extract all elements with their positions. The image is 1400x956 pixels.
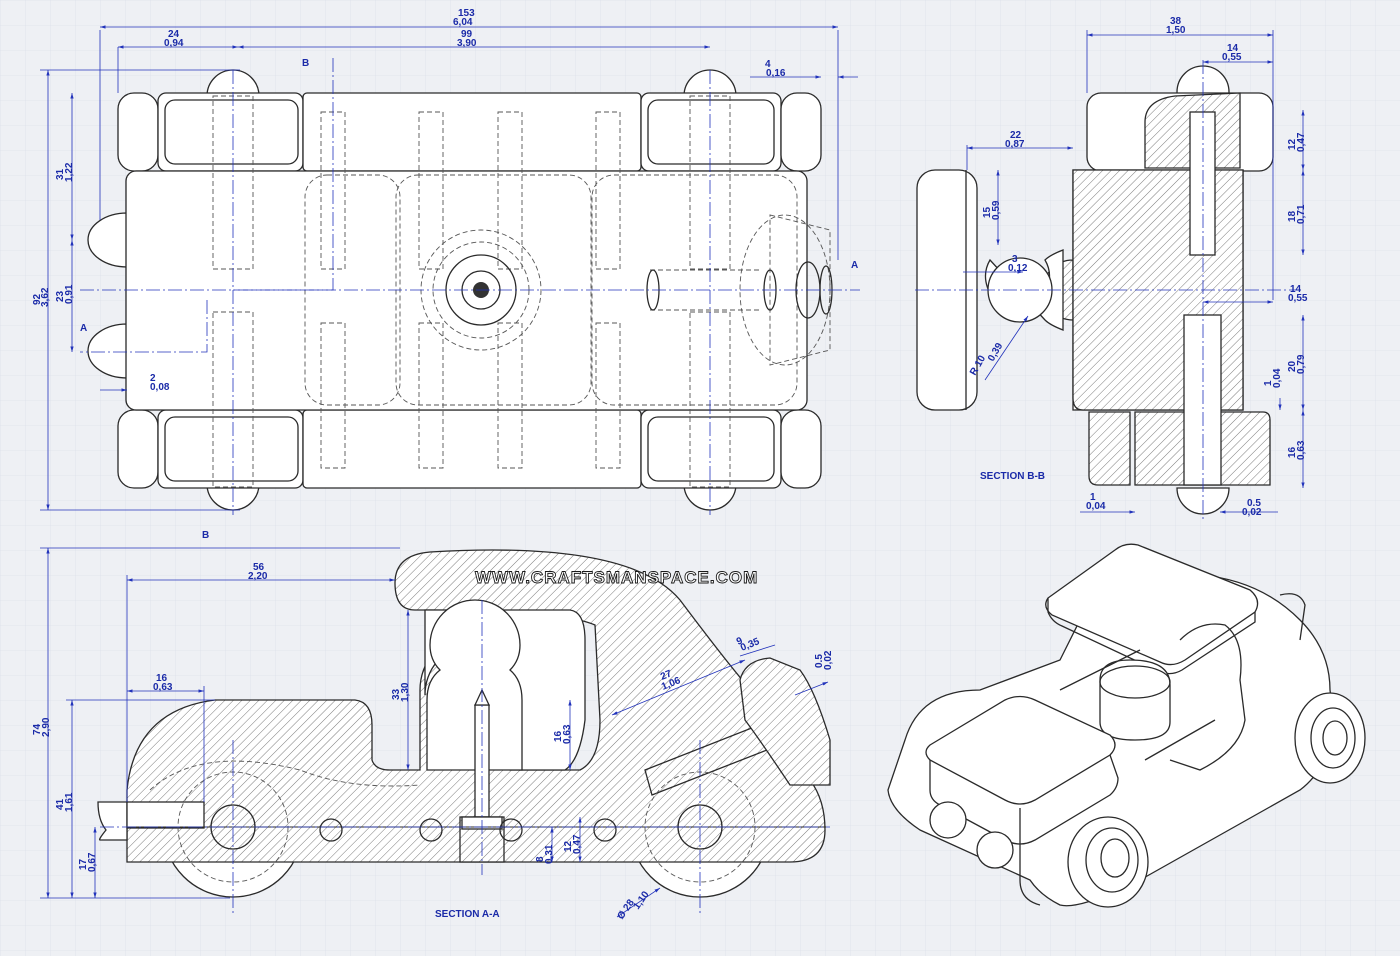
- top-dimension-labels: 153 6,04 24 0,94 99 3,90 4 0,16 92 3,62 …: [32, 8, 786, 393]
- svg-text:3,90: 3,90: [457, 38, 477, 49]
- svg-text:0,04: 0,04: [1086, 501, 1106, 512]
- svg-text:6,04: 6,04: [453, 17, 473, 28]
- svg-text:31: 31: [55, 168, 66, 180]
- watermark: WWW.CRAFTSMANSPACE.COM: [475, 568, 758, 587]
- section-aa-dimensions: [40, 547, 829, 918]
- svg-text:0,94: 0,94: [164, 38, 184, 49]
- top-headlights: [87, 212, 204, 379]
- section-marker-b-top: B: [302, 58, 309, 69]
- svg-text:16: 16: [553, 730, 564, 742]
- section-bb-dimensions: [963, 30, 1305, 514]
- top-body: [125, 170, 808, 411]
- svg-text:33: 33: [391, 688, 402, 700]
- section-bb-view: SECTION B-B 38 1,50 14 0,55 22: [915, 16, 1308, 520]
- section-aa-dimension-labels: 74 2,90 41 1,61 17 0,67 56 2,20 16 0,63 …: [32, 562, 834, 922]
- svg-text:12: 12: [1287, 138, 1298, 150]
- svg-text:1,30: 1,30: [400, 682, 411, 702]
- svg-text:0,04: 0,04: [1272, 368, 1283, 388]
- svg-text:16: 16: [1287, 446, 1298, 458]
- svg-text:41: 41: [55, 798, 66, 810]
- svg-text:16: 16: [156, 673, 168, 684]
- svg-text:38: 38: [1170, 16, 1182, 27]
- svg-text:0,79: 0,79: [1296, 354, 1307, 374]
- svg-text:0,08: 0,08: [150, 382, 170, 393]
- svg-text:74: 74: [32, 723, 43, 735]
- top-fenders: [117, 92, 822, 489]
- isometric-view: [887, 543, 1366, 908]
- svg-text:0,55: 0,55: [1288, 293, 1308, 304]
- svg-text:92: 92: [32, 293, 43, 305]
- svg-text:99: 99: [461, 29, 473, 40]
- svg-text:2: 2: [150, 373, 156, 384]
- svg-text:23: 23: [55, 290, 66, 302]
- svg-text:1: 1: [1263, 380, 1274, 386]
- svg-text:4: 4: [765, 59, 771, 70]
- svg-text:1: 1: [1090, 492, 1096, 503]
- svg-text:3: 3: [1012, 254, 1018, 265]
- svg-text:0,31: 0,31: [544, 844, 555, 864]
- section-marker-b-bottom: B: [202, 530, 209, 541]
- section-aa-title: SECTION A-A: [435, 909, 500, 920]
- svg-text:15: 15: [982, 206, 993, 218]
- svg-text:56: 56: [253, 562, 265, 573]
- svg-text:0,91: 0,91: [64, 284, 75, 304]
- svg-text:0,59: 0,59: [991, 200, 1002, 220]
- section-bb-dimension-labels: 38 1,50 14 0,55 22 0,87 15 0,59 3 0,12 R…: [968, 16, 1308, 518]
- svg-text:0,55: 0,55: [1222, 52, 1242, 63]
- svg-text:0,63: 0,63: [562, 724, 573, 744]
- svg-text:153: 153: [458, 8, 475, 19]
- svg-text:0,16: 0,16: [766, 68, 786, 79]
- svg-text:14: 14: [1290, 284, 1302, 295]
- svg-text:20: 20: [1287, 360, 1298, 372]
- section-bb-title: SECTION B-B: [980, 471, 1045, 482]
- svg-text:14: 14: [1227, 43, 1239, 54]
- svg-text:1,50: 1,50: [1166, 25, 1186, 36]
- svg-text:0.5: 0.5: [1247, 498, 1261, 509]
- top-dimensions: [40, 25, 858, 511]
- svg-text:0,71: 0,71: [1296, 204, 1307, 224]
- svg-text:0,67: 0,67: [87, 852, 98, 872]
- svg-text:0,63: 0,63: [1296, 440, 1307, 460]
- svg-text:9: 9: [735, 635, 745, 647]
- top-centerlines: [80, 58, 860, 515]
- svg-text:0,47: 0,47: [1296, 132, 1307, 152]
- svg-text:18: 18: [1287, 210, 1298, 222]
- svg-text:27: 27: [659, 668, 674, 683]
- svg-text:0,02: 0,02: [1242, 507, 1262, 518]
- svg-text:3,62: 3,62: [40, 287, 51, 307]
- svg-text:0,63: 0,63: [153, 682, 173, 693]
- svg-text:24: 24: [168, 29, 180, 40]
- top-view: B B A A 153 6,04 24 0,94 99 3,90: [32, 8, 860, 541]
- section-marker-a-left: A: [80, 323, 87, 334]
- svg-text:22: 22: [1010, 130, 1022, 141]
- section-marker-a-right: A: [851, 260, 858, 271]
- svg-text:1,61: 1,61: [64, 792, 75, 812]
- svg-text:8: 8: [535, 856, 546, 862]
- svg-text:1,22: 1,22: [64, 162, 75, 182]
- svg-text:0,47: 0,47: [572, 834, 583, 854]
- svg-text:0,12: 0,12: [1008, 263, 1028, 274]
- svg-text:0.5: 0.5: [814, 654, 825, 668]
- svg-text:12: 12: [563, 840, 574, 852]
- section-aa-view: SECTION A-A WWW.CRAFTSMANSPACE.COM 74 2,…: [32, 547, 834, 922]
- svg-text:0,87: 0,87: [1005, 139, 1025, 150]
- svg-text:17: 17: [78, 858, 89, 870]
- svg-text:0,02: 0,02: [823, 650, 834, 670]
- svg-text:2,20: 2,20: [248, 571, 268, 582]
- svg-text:2,90: 2,90: [41, 717, 52, 737]
